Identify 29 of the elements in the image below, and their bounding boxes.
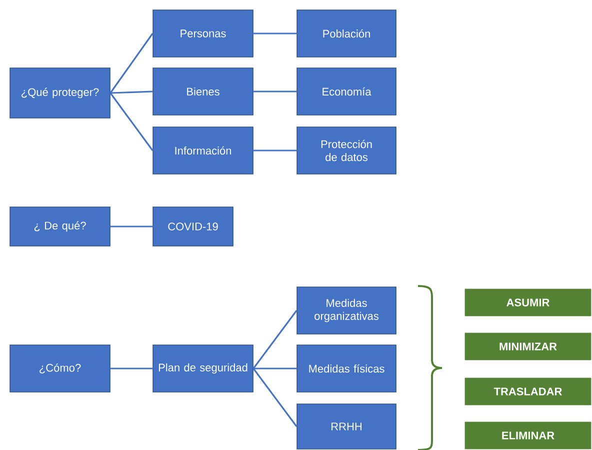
action-box: TRASLADAR [464,378,592,406]
process-box: COVID-19 [152,206,234,246]
connector-line [110,90,153,94]
connector-line [110,92,154,151]
process-box: Información [152,126,254,174]
process-box: Plan de seguridad [152,344,254,392]
connector-line [253,32,297,34]
connector-line [253,150,297,152]
connector-line [252,368,298,427]
process-box: ¿ De qué? [10,206,110,246]
action-box: MINIMIZAR [464,332,592,360]
process-box: RRHH [296,404,396,450]
connector-line [252,310,298,369]
process-box: Economía [296,68,396,116]
connector-line [110,33,154,94]
connector-line [110,226,153,228]
connector-line [253,368,297,370]
process-box: Personas [152,10,254,58]
action-box: ELIMINAR [464,422,592,450]
process-box: Protección de datos [296,126,396,174]
process-box: Población [296,10,396,58]
process-box: ¿Qué proteger? [10,68,110,118]
process-box: Medidas físicas [296,344,396,392]
connector-line [110,368,153,370]
process-box: Bienes [152,68,254,116]
connector-line [253,90,297,92]
process-box: ¿Cómo? [10,344,110,392]
action-box: ASUMIR [464,288,592,316]
process-box: Medidas organizativas [296,286,396,334]
